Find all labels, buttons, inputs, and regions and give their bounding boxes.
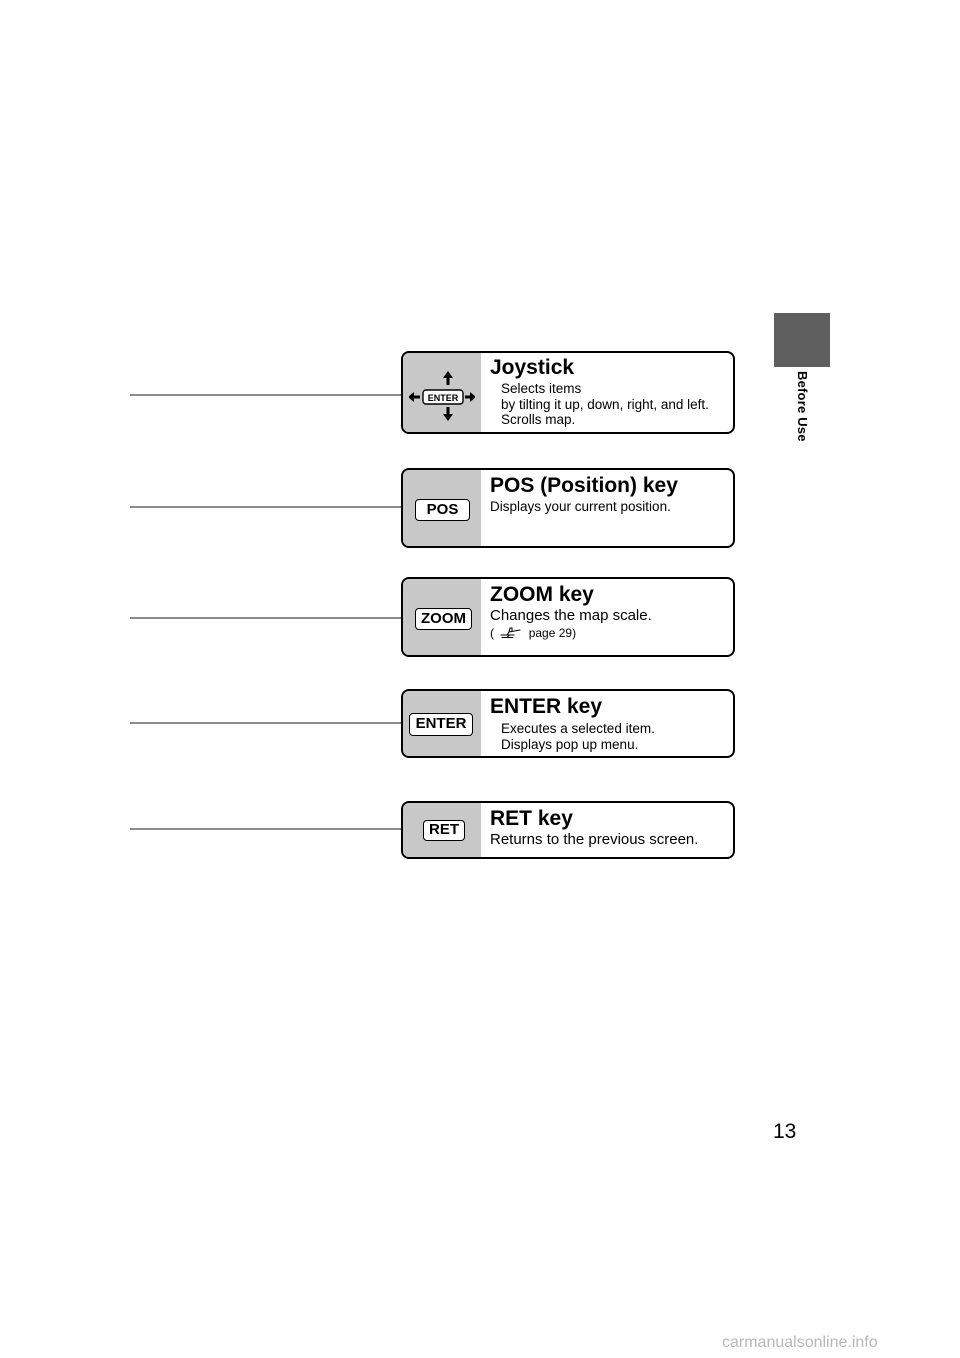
chapter-label: Before Use [795,371,810,442]
ret-key-desc: Returns to the previous screen. [490,831,699,848]
leader-line-enter [130,722,402,724]
enter-key-card: ENTER ENTER key Executes a selected item… [401,689,735,758]
chapter-tab [774,313,830,367]
zoom-key-card: ZOOM ZOOM key Changes the map scale. ( p… [401,577,735,657]
enter-keycap: ENTER [409,713,473,736]
pos-key-title: POS (Position) key [490,474,678,497]
leader-line-ret [130,828,402,830]
zoom-key-title: ZOOM key [490,583,594,606]
zoom-page-reference: ( page 29) [490,626,576,640]
ret-key-title: RET key [490,807,573,830]
joystick-card: ENTER Joystick Selects items by tilting … [401,351,735,434]
pos-key-desc: Displays your current position. [490,499,671,514]
leader-line-zoom [130,617,402,619]
pos-keycap: POS [415,499,470,521]
leader-line-joystick [130,394,402,396]
pointing-hand-icon [500,627,521,639]
reference-open-paren: ( [490,626,494,640]
joystick-desc-line-1: Selects items [501,381,582,396]
joystick-desc-line-3: Scrolls map. [501,412,576,427]
zoom-keycap: ZOOM [415,608,472,630]
leader-line-pos [130,506,402,508]
joystick-title: Joystick [490,356,575,379]
joystick-icon: ENTER [409,371,475,421]
ret-key-card: RET RET key Returns to the previous scre… [401,801,735,859]
zoom-key-desc: Changes the map scale. [490,607,652,624]
reference-page-text: page 29) [528,626,577,640]
ret-keycap: RET [423,820,465,841]
joystick-desc-line-2: by tilting it up, down, right, and left. [501,397,709,412]
enter-key-title: ENTER key [490,695,603,718]
watermark: carmanualsonline.info [722,1334,878,1351]
pos-key-card: POS POS (Position) key Displays your cur… [401,468,735,548]
enter-key-desc-line-1: Executes a selected item. [501,721,655,736]
joystick-key-label: ENTER [428,393,459,403]
enter-key-desc-line-2: Displays pop up menu. [501,737,639,752]
page-number: 13 [773,1120,797,1143]
